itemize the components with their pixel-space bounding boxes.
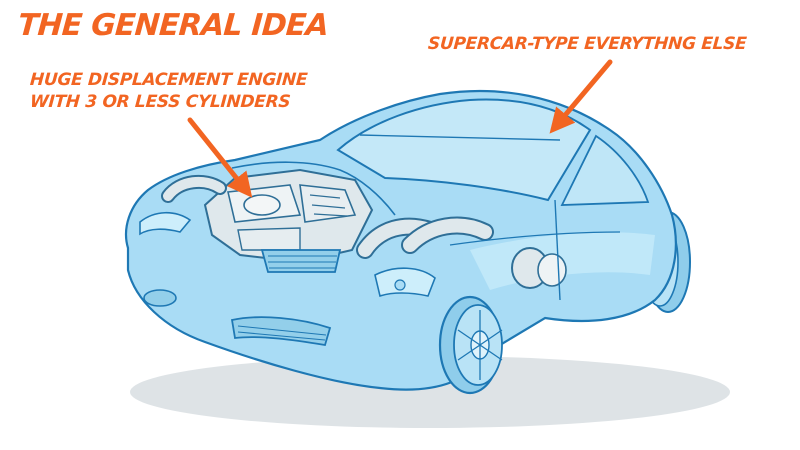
front-wheel — [438, 295, 503, 395]
engine-annotation-line-2: WITH 3 OR LESS CYLINDERS — [29, 92, 292, 112]
front-grille — [230, 249, 342, 347]
supercar-annotation: SUPERCAR-TYPE EVERYTHNG ELSE — [427, 34, 748, 54]
headlights — [139, 211, 436, 298]
car-shadow — [130, 356, 730, 428]
arrow-icon-engine — [187, 117, 253, 198]
windshield — [336, 98, 592, 202]
intake-pipes-left — [161, 174, 227, 203]
page-title: THE GENERAL IDEA — [16, 8, 330, 43]
hood-line — [231, 161, 396, 216]
engine-annotation-line-1: HUGE DISPLACEMENT ENGINE — [29, 70, 308, 90]
side-window — [560, 134, 650, 206]
front-vent-left — [143, 289, 177, 307]
engine — [203, 168, 374, 264]
side-exhaust-pipes — [356, 216, 567, 289]
arrow-icon-supercar — [549, 59, 613, 134]
